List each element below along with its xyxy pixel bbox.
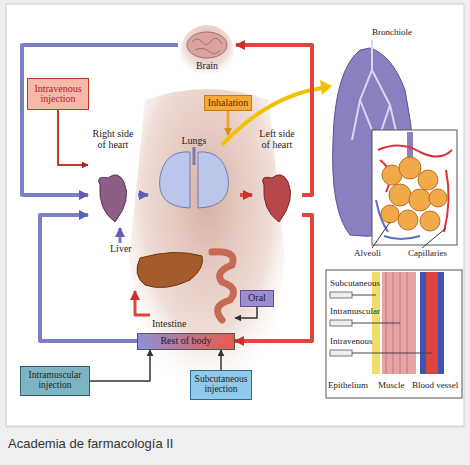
image-panel: [6, 4, 464, 426]
part-label: Epithelium: [328, 381, 368, 391]
circulation-arrow: [227, 111, 230, 135]
part-label: Blood vessel: [412, 381, 458, 391]
node-text: Inhalation: [208, 98, 249, 109]
node-text: Right side of heart: [90, 129, 136, 150]
node-text: Intravenous injection: [30, 84, 86, 105]
circulation-arrow: [138, 193, 148, 197]
brain-folds: [192, 38, 222, 53]
circulation-arrow: [40, 215, 137, 341]
node-text: Intestine: [152, 319, 186, 330]
lung-right: [198, 152, 228, 208]
figure-caption: Academia de farmacología II: [8, 436, 173, 451]
circulation-arrow: [235, 307, 257, 318]
leader-line: [372, 222, 390, 248]
organ-node: Intestine: [150, 300, 235, 330]
alveolus: [381, 205, 399, 223]
zoom-arrow-head: [320, 80, 332, 95]
syringe: [330, 292, 352, 298]
alveolus: [429, 189, 447, 207]
tissue-inset-box: [326, 270, 462, 398]
body-box: Rest of body: [137, 333, 235, 350]
organ-node: Brain: [178, 30, 236, 72]
node-text: Subcutaneous injection: [193, 375, 249, 395]
organ-node: Left side of heart: [252, 128, 302, 228]
part-label: Subcutaneous: [330, 279, 380, 289]
circulation-arrow: [135, 291, 150, 315]
route-box: Intravenous injection: [27, 78, 89, 110]
trachea: [193, 147, 196, 165]
part-label: Alveoli: [354, 249, 381, 259]
bronchiole-tree: [352, 40, 398, 140]
needle: [352, 323, 400, 324]
syringe: [330, 350, 352, 356]
leader-line: [422, 228, 446, 248]
syringe: [330, 320, 352, 326]
node-text: Liver: [110, 244, 132, 255]
part-label: Bronchiole: [372, 28, 412, 38]
capillary-lines: [378, 145, 452, 232]
node-text: Left side of heart: [254, 129, 300, 150]
organ-node: Right side of heart: [88, 128, 138, 228]
organ-node: Liver: [108, 243, 203, 291]
part-label: Intramuscular: [330, 307, 380, 317]
node-text: Intramuscular injection: [23, 371, 87, 391]
brain-shape: [187, 32, 227, 58]
part-label: Intravenous: [330, 337, 373, 347]
intestine-shape: [212, 252, 234, 320]
route-box: Inhalation: [204, 95, 252, 111]
alveolus: [399, 157, 421, 179]
alveolus: [418, 170, 438, 190]
node-text: Oral: [248, 293, 266, 304]
vessel-lumen: [426, 272, 438, 374]
alveoli-cluster: [381, 157, 447, 231]
alveolus: [420, 211, 440, 231]
part-label: Muscle: [378, 381, 405, 391]
circulation-arrow: [90, 350, 150, 381]
circulation-arrow: [220, 350, 222, 370]
body-head: [180, 25, 234, 79]
liver-shape: [137, 252, 203, 287]
lung-left: [160, 152, 190, 208]
organ-node: Lungs: [148, 135, 240, 210]
circulation-arrow: [235, 215, 312, 341]
circulation-arrow: [240, 193, 252, 197]
heart-left: [263, 175, 291, 222]
node-text: Rest of body: [160, 336, 211, 347]
alveoli-zoom-box: [372, 130, 457, 245]
alveolus: [409, 189, 431, 211]
node-text: Lungs: [182, 136, 207, 147]
needle: [352, 353, 432, 354]
circulation-arrow: [22, 45, 178, 195]
caption-rule: [6, 427, 464, 428]
part-label: Capillaries: [408, 249, 447, 259]
circulation-arrow: [58, 110, 88, 165]
alveolus: [389, 184, 411, 206]
route-box: Oral: [240, 290, 274, 307]
needle: [352, 295, 376, 296]
route-box: Intramuscular injection: [20, 366, 90, 396]
node-text: Brain: [196, 61, 218, 72]
heart-right: [99, 175, 127, 222]
alveolus: [398, 210, 418, 230]
route-box: Subcutaneous injection: [190, 370, 252, 400]
circulation-arrow: [119, 228, 122, 243]
circulation-arrow: [236, 45, 312, 195]
vessel-wall: [420, 272, 444, 374]
